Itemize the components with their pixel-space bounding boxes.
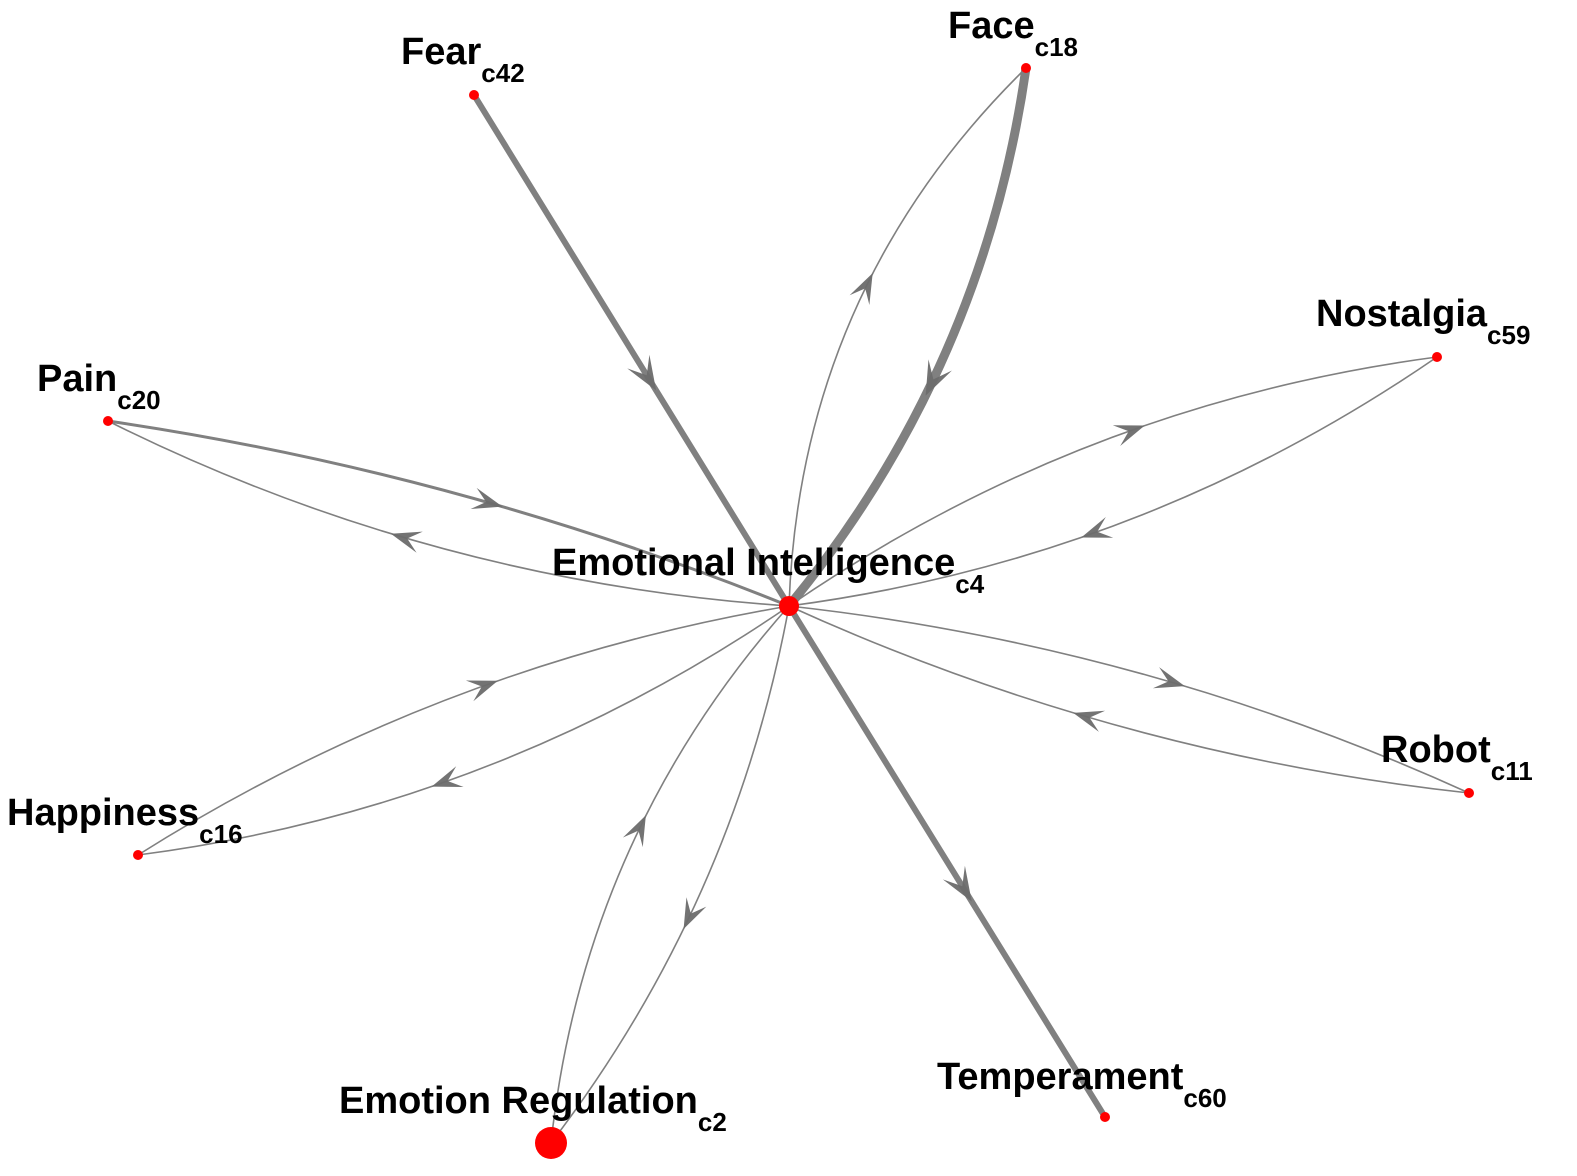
node-label-emotional-intelligence: Emotional Intelligencec4: [552, 542, 985, 599]
edge-line: [550, 605, 790, 1144]
node-label-temperament: Temperamentc60: [937, 1056, 1227, 1113]
node-label-happiness: Happinessc16: [7, 792, 243, 849]
node-emotion-regulation: [535, 1127, 567, 1159]
edge-arrow-icon: [849, 273, 873, 305]
edge-emotional-intelligence-to-face: [788, 67, 1027, 607]
edge-robot-to-emotional-intelligence: [788, 605, 1470, 794]
edge-emotional-intelligence-to-pain: [107, 420, 790, 607]
edge-arrow-icon: [622, 815, 646, 848]
nodes-layer: [103, 63, 1474, 1159]
edge-face-to-emotional-intelligence: [784, 63, 1031, 611]
edge-line: [788, 605, 1470, 794]
node-fear: [469, 90, 479, 100]
node-robot: [1464, 788, 1474, 798]
node-face: [1021, 63, 1031, 73]
node-temperament: [1100, 1112, 1110, 1122]
edge-line: [784, 63, 1031, 611]
edge-emotional-intelligence-to-nostalgia: [788, 356, 1438, 607]
node-pain: [103, 416, 113, 426]
edge-line: [788, 356, 1438, 607]
edge-arrow-icon: [1112, 425, 1145, 446]
edge-emotional-intelligence-to-emotion-regulation: [550, 605, 790, 1144]
edge-happiness-to-emotional-intelligence: [137, 605, 790, 856]
edge-fear-to-emotional-intelligence: [471, 92, 792, 609]
edge-line: [137, 605, 790, 856]
edge-arrow-icon: [683, 897, 707, 930]
edge-arrow-icon: [925, 359, 952, 396]
node-nostalgia: [1432, 352, 1442, 362]
edge-arrow-icon: [942, 865, 972, 902]
edge-arrow-icon: [465, 680, 498, 702]
edge-line: [137, 605, 790, 856]
node-label-pain: Painc20: [37, 358, 161, 415]
edge-line: [788, 67, 1027, 607]
node-label-robot: Robotc11: [1381, 729, 1533, 786]
edge-emotion-regulation-to-emotional-intelligence: [550, 605, 790, 1144]
edge-line: [788, 356, 1438, 607]
edge-arrow-icon: [431, 766, 464, 787]
node-happiness: [133, 850, 143, 860]
edge-line: [107, 420, 790, 607]
edge-emotional-intelligence-to-happiness: [137, 605, 790, 856]
edge-line: [788, 605, 1470, 794]
edge-arrow-icon: [470, 487, 503, 509]
edge-emotional-intelligence-to-robot: [788, 605, 1470, 794]
labels-layer: Emotional Intelligencec4 Fearc42 Facec18…: [7, 5, 1533, 1137]
edge-arrow-icon: [390, 531, 423, 553]
edges-layer: [106, 63, 1470, 1144]
node-label-emotion-regulation: Emotion Regulationc2: [339, 1080, 727, 1137]
edge-nostalgia-to-emotional-intelligence: [788, 356, 1438, 607]
edge-arrow-icon: [627, 354, 657, 391]
edge-pain-to-emotional-intelligence: [106, 419, 791, 608]
node-label-face: Facec18: [948, 5, 1078, 62]
edge-arrow-icon: [1081, 517, 1114, 538]
node-label-fear: Fearc42: [401, 31, 525, 88]
edge-emotional-intelligence-to-temperament: [786, 603, 1108, 1120]
edge-line: [550, 605, 790, 1144]
node-emotional-intelligence: [779, 596, 799, 616]
node-label-nostalgia: Nostalgiac59: [1316, 293, 1530, 350]
edge-line: [786, 603, 1108, 1120]
edge-arrow-icon: [1152, 667, 1185, 689]
edge-line: [471, 92, 792, 609]
edge-arrow-icon: [1073, 710, 1106, 732]
edge-line: [106, 419, 791, 608]
